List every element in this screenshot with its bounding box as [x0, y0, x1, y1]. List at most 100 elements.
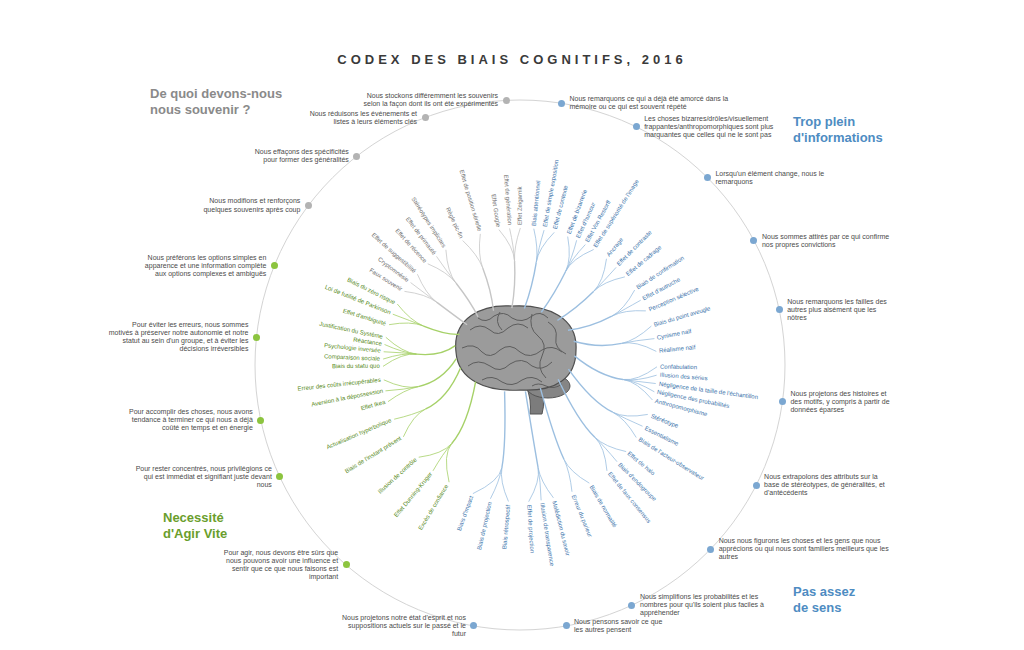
group-node: Nous effaçons des spécificités pour form… [249, 148, 349, 164]
branch-line [613, 412, 637, 437]
bias-name: Réalisme naïf [659, 344, 696, 354]
branch-line [404, 291, 436, 302]
group-description: Nous extrapolons des attributs sur la ba… [764, 473, 894, 497]
bias-name: Malédiction du savoir [551, 500, 571, 556]
branch-line [512, 261, 515, 308]
group-description: Nous stockons différemment les souvenirs… [363, 92, 498, 108]
group-dot [776, 306, 783, 313]
group-description: Nous préférons les options simples en ap… [141, 254, 266, 278]
branch-line [479, 234, 482, 268]
bias-name: Stéréotype [649, 412, 678, 429]
bias-name: Effet Ikea [360, 399, 386, 412]
bias-name: Effet Zeigarnik [517, 186, 524, 225]
group-dot [558, 100, 565, 107]
group-node: Pour agir, nous devons être sûrs que nou… [218, 549, 338, 581]
branch-line [564, 459, 589, 483]
branch-line [386, 337, 417, 354]
group-dot [750, 237, 757, 244]
branch-line [574, 356, 623, 380]
group-node: Nous sommes attirés par ce qui confirme … [762, 233, 892, 249]
group-dot [253, 334, 260, 341]
group-description: Pour rester concentrés, nous privilégion… [127, 465, 272, 489]
group-description: Pour éviter les erreurs, nous sommes mot… [108, 321, 248, 353]
group-node: Lorsqu'un élément change, nous le remarq… [715, 170, 825, 186]
group-description: Nous projetons des histoires et des moti… [790, 390, 890, 414]
group-node: Pour rester concentrés, nous privilégion… [127, 465, 272, 489]
bias-name: Biais rétrospectif [501, 504, 511, 549]
group-node: Pour accomplir des choses, nous avons te… [128, 408, 253, 432]
branch-line [452, 382, 476, 444]
bias-name: Biais de l'instant présent [344, 436, 403, 476]
branch-line [419, 443, 452, 457]
group-node: Nous préférons les options simples en ap… [141, 254, 266, 278]
group-node: Les choses bizarres/drôles/visuellement … [644, 115, 784, 139]
branch-line [613, 412, 643, 426]
branch-line [612, 311, 646, 317]
branch-line [623, 375, 657, 380]
group-node: Nous projetons notre état d'esprit et no… [336, 614, 466, 638]
group-node: Nous stockons différemment les souvenirs… [363, 92, 498, 108]
branch-line [446, 250, 456, 283]
branch-line [623, 379, 654, 391]
branch-line [424, 326, 460, 334]
branch-line [456, 283, 478, 317]
group-description: Nous simplifions les probabilités et les… [640, 593, 765, 617]
branch-line [566, 240, 577, 271]
bias-name: Règle pic-fin [445, 206, 465, 239]
branch-line [557, 291, 593, 320]
group-description: Nous réduisons les événements et listes … [307, 110, 417, 126]
brain-illustration [456, 306, 576, 414]
branch-line [536, 232, 554, 262]
group-dot [633, 123, 640, 130]
section-heading: De quoi devons-nous nous souvenir ? [150, 86, 300, 119]
group-node: Nous remarquons les failles des autres p… [787, 298, 897, 322]
branch-line [540, 388, 564, 459]
group-description: Nous effaçons des spécificités pour form… [249, 148, 349, 164]
bias-name: Biais du point aveugle [653, 305, 711, 328]
branch-line [418, 359, 456, 387]
branch-line [524, 262, 536, 308]
group-node: Nous projetons des histoires et des moti… [790, 390, 890, 414]
branch-line [541, 272, 565, 313]
branch-line [594, 277, 625, 292]
branch-line [501, 467, 508, 501]
section-heading: Trop plein d'informations [793, 114, 913, 147]
branch-line [383, 354, 417, 366]
branch-line [623, 379, 652, 400]
branch-line [433, 443, 452, 470]
group-dot [271, 262, 278, 269]
group-dot [704, 174, 711, 181]
branch-line [417, 274, 437, 302]
group-dot [470, 622, 477, 629]
branch-line [384, 380, 418, 387]
bias-name: Biais attentionnel [531, 180, 542, 226]
branch-line [534, 229, 537, 263]
group-node: Nous pensons savoir ce que les autres pe… [574, 618, 664, 634]
bias-name: Illusion de transparence [538, 503, 554, 567]
branch-line [397, 304, 423, 326]
group-dot [305, 202, 312, 209]
group-description: Nous pensons savoir ce que les autres pe… [574, 618, 664, 634]
group-dot [628, 602, 635, 609]
branch-line [558, 379, 595, 437]
bias-name: Effet de position sérielle [458, 169, 483, 232]
bias-name: Comparaison sociale [324, 353, 380, 362]
group-dot [563, 622, 570, 629]
group-description: Nous remarquons ce qui a déjà été amorcé… [569, 95, 739, 111]
branch-line [594, 267, 617, 291]
bias-name: Confabulation [660, 364, 697, 371]
branch-line [502, 391, 505, 467]
group-node: Nous nous figurons les choses et les gen… [719, 537, 899, 561]
group-dot [422, 114, 429, 121]
branch-line [529, 467, 539, 501]
branch-line [383, 354, 416, 359]
group-description: Nous modifions et renforçons quelques so… [185, 197, 300, 213]
bias-name: Cynisme naïf [657, 328, 693, 341]
branch-line [595, 437, 607, 471]
group-node: Nous remarquons ce qui a déjà été amorcé… [569, 95, 739, 111]
branch-line [564, 459, 572, 491]
group-dot [276, 473, 283, 480]
branch-line [568, 369, 612, 412]
bias-name: Biais de normalité [588, 484, 618, 528]
